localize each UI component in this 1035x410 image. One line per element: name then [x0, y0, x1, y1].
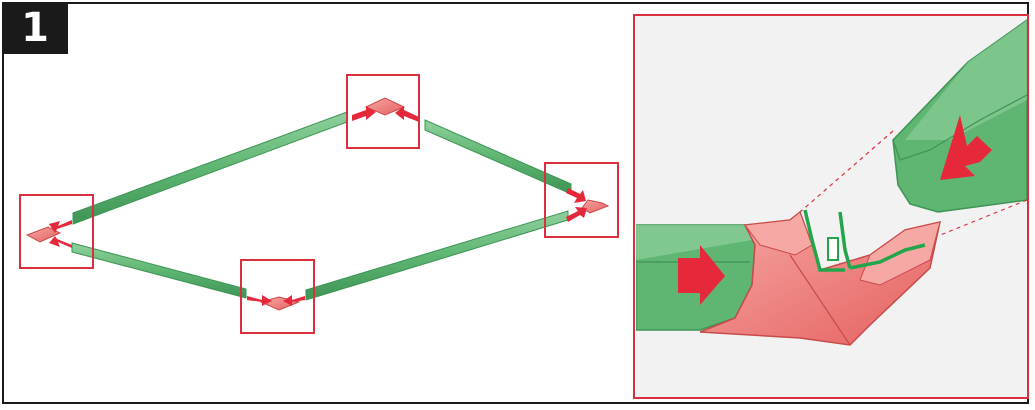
step-number-badge: 1 [2, 2, 68, 54]
push-arrow-icon [49, 220, 72, 233]
frame-overview [19, 74, 619, 334]
detail-highlight-border [633, 14, 1029, 399]
guide-line [937, 199, 1027, 237]
corner-connector-top [352, 97, 419, 122]
clip-slot [827, 237, 839, 261]
corner-connector-crease [789, 254, 851, 346]
push-arrow-icon [283, 295, 305, 306]
rail-top-left [72, 111, 348, 225]
highlight-box-left [19, 194, 94, 269]
push-arrow-icon [940, 115, 992, 180]
corner-connector-right [566, 188, 610, 222]
rail-bottom-right [305, 210, 569, 301]
clip-green [838, 211, 852, 269]
highlight-box-top [346, 74, 420, 149]
highlight-box-bottom [240, 259, 315, 334]
clip-green [849, 243, 926, 270]
push-arrow-icon [566, 207, 587, 222]
corner-connector-icon [25, 226, 62, 243]
rail-top-right [424, 119, 572, 195]
push-arrow-icon [49, 236, 72, 248]
corner-connector-left [25, 220, 72, 248]
push-arrow-icon [566, 188, 586, 203]
corner-connector-icon [581, 199, 610, 214]
push-arrow-icon [352, 106, 376, 121]
rail-bottom-left [71, 242, 247, 299]
push-arrow-icon [247, 295, 272, 306]
corner-detail-view [633, 14, 1029, 399]
rail-detail-upper-edge [892, 94, 1027, 161]
corner-connector-bottom [247, 295, 305, 311]
rail-detail-upper-shading [905, 20, 1027, 140]
push-arrow-icon [395, 106, 419, 122]
clip-green [803, 209, 845, 272]
rail-detail-left-shading [636, 225, 752, 260]
push-arrow-icon [678, 245, 725, 305]
highlight-box-right [544, 162, 619, 238]
